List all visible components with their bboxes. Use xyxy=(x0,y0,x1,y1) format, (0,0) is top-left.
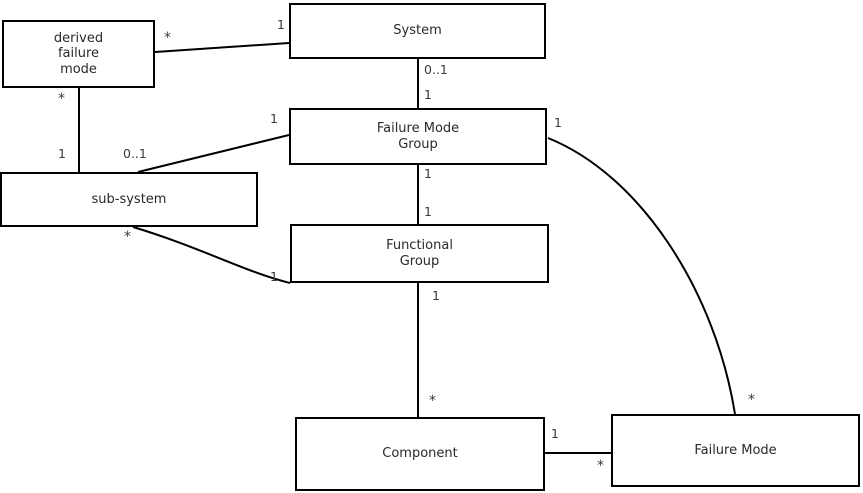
association-line-derived-failure-mode-to-system xyxy=(154,42,290,53)
association-line-sub-system-to-functional-group xyxy=(132,226,291,284)
class-box-failure-mode[interactable]: Failure Mode xyxy=(611,414,860,487)
mult-derived-failure-mode-right: * xyxy=(164,30,171,46)
mult-functional-group-top: 1 xyxy=(424,204,432,219)
mult-failure-mode-group-left: 1 xyxy=(270,111,278,126)
class-box-functional-group[interactable]: Functional Group xyxy=(290,224,549,283)
mult-sub-system-top-left: 1 xyxy=(58,146,66,161)
mult-failure-mode-group-bottom: 1 xyxy=(424,166,432,181)
class-box-system[interactable]: System xyxy=(289,3,546,59)
class-box-component[interactable]: Component xyxy=(295,417,545,491)
mult-system-left: 1 xyxy=(277,17,285,32)
mult-failure-mode-group-top: 1 xyxy=(424,87,432,102)
class-box-failure-mode-group[interactable]: Failure Mode Group xyxy=(289,108,547,165)
mult-derived-failure-mode-bottom: * xyxy=(58,91,65,107)
mult-failure-mode-left: * xyxy=(597,458,604,474)
mult-failure-mode-group-right: 1 xyxy=(554,115,562,130)
mult-failure-mode-top: * xyxy=(748,392,755,408)
mult-system-bottom: 0..1 xyxy=(424,62,448,77)
mult-functional-group-left: 1 xyxy=(270,269,278,284)
mult-component-right: 1 xyxy=(551,426,559,441)
class-box-derived-failure-mode[interactable]: derived failure mode xyxy=(2,20,155,88)
mult-component-top: * xyxy=(429,393,436,409)
mult-sub-system-top-right: 0..1 xyxy=(123,146,147,161)
association-line-failure-mode-group-to-failure-mode xyxy=(547,137,736,415)
association-line-sub-system-to-failure-mode-group xyxy=(137,134,290,173)
mult-sub-system-bottom: * xyxy=(124,229,131,245)
mult-functional-group-bottom: 1 xyxy=(432,288,440,303)
class-box-sub-system[interactable]: sub-system xyxy=(0,172,258,227)
